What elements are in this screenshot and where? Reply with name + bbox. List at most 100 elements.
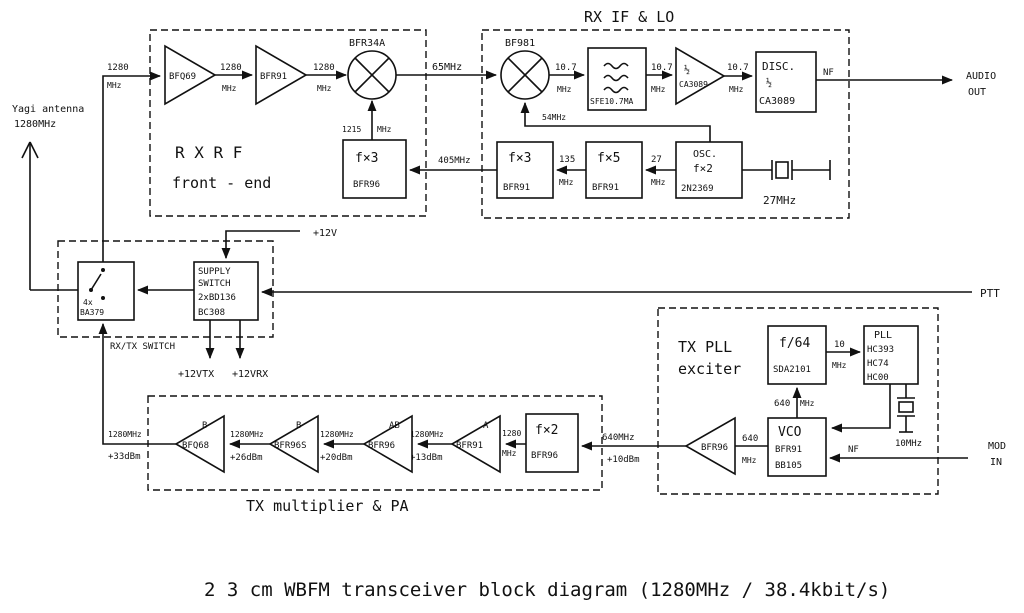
freq-27-unit: MHz xyxy=(651,178,666,187)
freq-405: 405MHz xyxy=(438,156,471,166)
prescaler-label: f/64 xyxy=(779,336,810,351)
wire-pll-vco xyxy=(830,384,891,433)
freq-54: 54MHz xyxy=(542,113,566,122)
crystal-10-label: 10MHz xyxy=(895,439,922,449)
freq-1215: 1215 xyxy=(342,125,361,134)
fx2-part: BFR96 xyxy=(531,451,558,461)
freq-27: 27 xyxy=(651,155,662,165)
bfq69-amplifier xyxy=(164,44,217,106)
freq-65: 65MHz xyxy=(432,62,462,73)
class-a-part: BFR91 xyxy=(456,441,483,451)
pll-label: PLL xyxy=(874,330,892,341)
freq-10-7-a: 10.7 xyxy=(555,63,577,73)
disc-part: CA3089 xyxy=(759,96,795,107)
antenna xyxy=(21,141,39,290)
audio-out-label-2: OUT xyxy=(968,87,986,98)
freq-640-v: 640 xyxy=(774,399,790,409)
osc-part: 2N2369 xyxy=(681,184,714,194)
class-a-label: A xyxy=(483,421,489,431)
power-20: +20dBm xyxy=(320,453,353,463)
class-ab-part: BFR96 xyxy=(368,441,395,451)
crystal-10-icon xyxy=(897,384,915,433)
power-26: +26dBm xyxy=(230,453,263,463)
freq-10-7-a-unit: MHz xyxy=(557,85,572,94)
freq-1280-f: 1280MHz xyxy=(320,430,354,439)
mixer1-label: BFR34A xyxy=(349,38,385,49)
bfr91-amp-label: BFR91 xyxy=(260,72,287,82)
mixer2-symbol xyxy=(500,50,550,100)
tx-pll-frame xyxy=(657,307,939,495)
freq-1280-b: 1280 xyxy=(220,63,242,73)
bfr91-amplifier xyxy=(255,44,308,106)
fx3-if-part: BFR91 xyxy=(503,183,530,193)
vco-part-2: BB105 xyxy=(775,461,802,471)
rx-rf-subtitle: front - end xyxy=(172,174,271,192)
tx-nf-label: NF xyxy=(848,445,859,455)
vco-block xyxy=(767,417,827,477)
vco-part-1: BFR91 xyxy=(775,445,802,455)
if-amp-half: ½ xyxy=(684,64,690,76)
class-b-driver-amplifier xyxy=(268,414,319,474)
freq-640-a: 640MHz xyxy=(602,433,635,443)
crystal-27-label: 27MHz xyxy=(763,194,796,207)
wire-osc-mixer2 xyxy=(520,101,711,142)
fx2-block xyxy=(525,413,579,473)
switch-contact-icon xyxy=(89,268,105,300)
rxtx-switch-frame xyxy=(57,240,274,338)
if-amp-part: CA3089 xyxy=(679,80,708,89)
osc-mult: f×2 xyxy=(693,162,713,175)
filter-wave-icon xyxy=(603,62,629,94)
class-b2-label: B xyxy=(202,421,207,431)
bfq69-label: BFQ69 xyxy=(169,72,196,82)
supply-l2: SWITCH xyxy=(198,279,231,289)
freq-10-7-b: 10.7 xyxy=(651,63,673,73)
freq-1280-e: 1280MHz xyxy=(410,430,444,439)
freq-640-v-unit: MHz xyxy=(800,399,815,408)
fx3-if-block xyxy=(496,141,554,199)
tx-pll-title: TX PLL xyxy=(678,338,732,356)
freq-1280-d-unit: MHz xyxy=(502,449,517,458)
supply-l1: SUPPLY xyxy=(198,267,231,277)
class-ab-label: AB xyxy=(389,421,400,431)
mixer1-symbol xyxy=(347,50,397,100)
pll-hc74: HC74 xyxy=(867,359,889,369)
disc-half: ½ xyxy=(766,77,772,89)
tx-pa-title: TX multiplier & PA xyxy=(246,497,409,515)
sfe-label: SFE10.7MA xyxy=(590,97,634,106)
fx3-if-label: f×3 xyxy=(508,151,531,166)
v12tx-label: +12VTX xyxy=(178,369,214,380)
mod-in-label-2: IN xyxy=(990,457,1002,468)
pll-hc00: HC00 xyxy=(867,373,889,383)
class-b2-part: BFQ68 xyxy=(182,441,209,451)
rx-rf-frame xyxy=(149,29,427,217)
power-33: +33dBm xyxy=(108,452,141,462)
freq-1280-g: 1280MHz xyxy=(230,430,264,439)
audio-out-label-1: AUDIO xyxy=(966,71,996,82)
mod-in-label-1: MOD xyxy=(988,441,1006,452)
rx-rf-title: R X R F xyxy=(175,143,242,162)
freq-640-h: 640 xyxy=(742,434,758,444)
freq-1280-c-unit: MHz xyxy=(317,84,332,93)
freq-10: 10 xyxy=(834,340,845,350)
diodes-part: BA379 xyxy=(80,308,104,317)
antenna-label-1: Yagi antenna xyxy=(12,104,84,115)
v12rx-label: +12VRX xyxy=(232,369,268,380)
freq-1280-a: 1280 xyxy=(107,63,129,73)
rx-path-wire xyxy=(102,71,162,262)
fx5-block xyxy=(585,141,643,199)
prescaler-block xyxy=(767,325,827,385)
class-b-pa-amplifier xyxy=(174,414,225,474)
freq-640-h-unit: MHz xyxy=(742,456,757,465)
diagram-title: 2 3 cm WBFM transceiver block diagram (1… xyxy=(204,579,890,601)
supply-switch-block xyxy=(193,261,259,321)
power-13: +13dBm xyxy=(410,453,443,463)
discriminator-block xyxy=(755,51,817,113)
antenna-label-2: 1280MHz xyxy=(14,119,56,130)
class-b1-part: BFR96S xyxy=(274,441,307,451)
class-ab-amplifier xyxy=(362,414,413,474)
osc-label: OSC. xyxy=(693,149,717,160)
freq-1280-b-unit: MHz xyxy=(222,84,237,93)
diode-switch-block xyxy=(77,261,135,321)
freq-1280-d: 1280 xyxy=(502,429,521,438)
